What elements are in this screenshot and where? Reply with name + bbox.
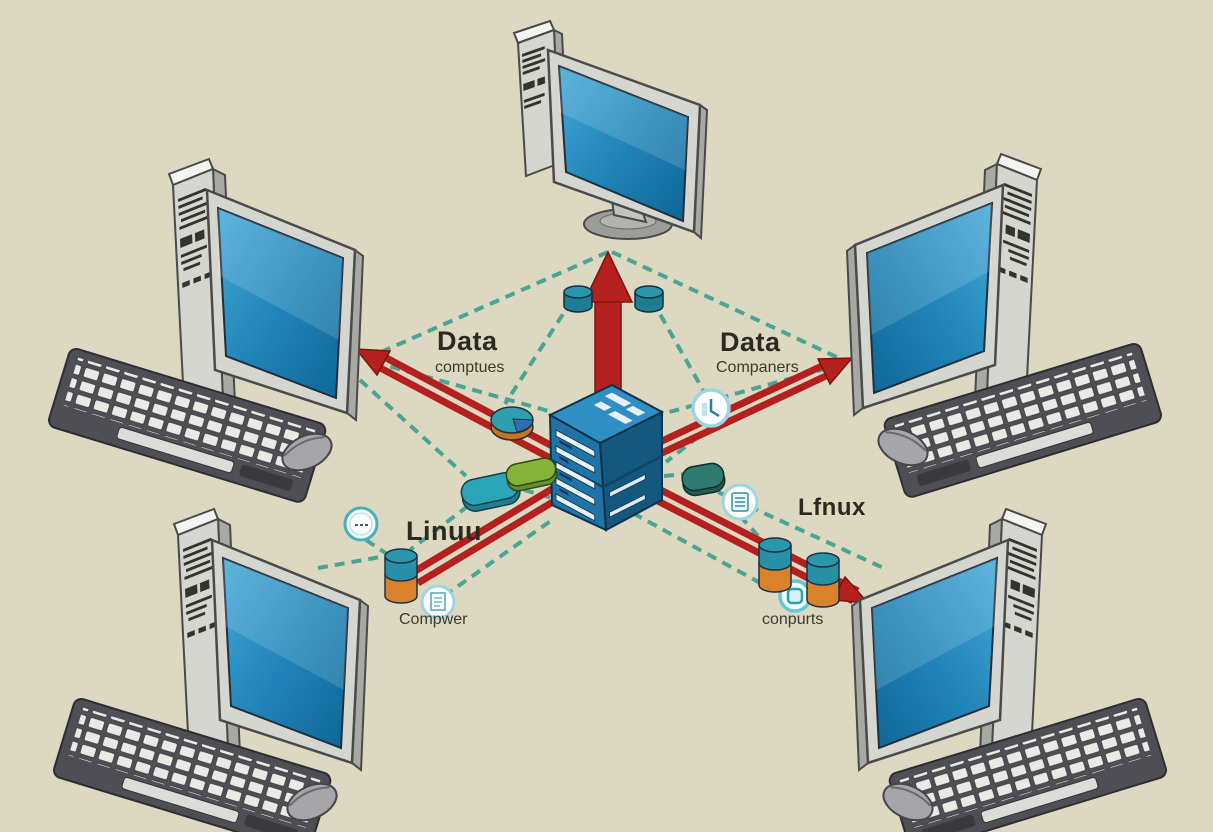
label-data-left-subtitle: comptues <box>435 359 504 376</box>
label-linux-left: Linuu <box>406 516 482 546</box>
pie-chart-icon <box>490 406 534 441</box>
workstation-top-center <box>512 19 709 241</box>
labels: Data comptues Data Companers Linuu Lfnux… <box>399 326 866 628</box>
badge-circle-icon <box>343 506 379 542</box>
label-linux-right: Lfnux <box>798 494 866 521</box>
server-top-logo <box>593 392 646 424</box>
clock-icon <box>691 388 731 428</box>
database-stack-icon <box>758 537 792 593</box>
database-cylinder-icon <box>563 285 593 313</box>
server-drive-bays <box>555 429 596 522</box>
app-pill-icon <box>460 471 521 512</box>
label-data-right-title: Data <box>720 327 781 357</box>
label-data-right-subtitle: Companers <box>716 359 799 376</box>
database-stack-icon <box>384 548 418 604</box>
database-cylinder-icon <box>634 285 664 313</box>
database-stack-icon <box>806 552 840 608</box>
label-computer-left: Compwer <box>399 611 468 628</box>
list-circle-icon <box>721 483 759 521</box>
app-pill-icon <box>505 457 558 492</box>
server-tower-icon <box>547 383 665 532</box>
label-data-left-title: Data <box>437 326 498 356</box>
server-side-slots <box>609 473 646 518</box>
monitor <box>546 48 709 241</box>
app-pill-icon <box>681 462 726 497</box>
document-circle-icon <box>420 584 456 620</box>
dashed-network-links <box>317 250 889 598</box>
tower-spec-text <box>522 46 546 109</box>
label-computer-right: conpurts <box>762 611 823 628</box>
